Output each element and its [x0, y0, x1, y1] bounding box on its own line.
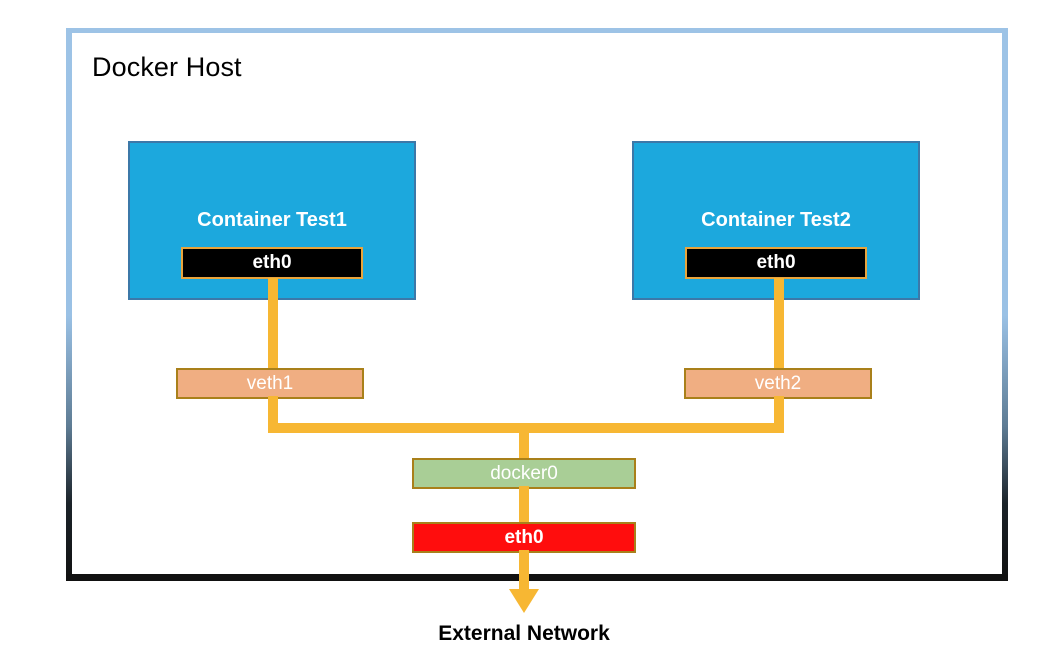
external-network-label: External Network — [0, 622, 1060, 646]
docker0-bridge-box[interactable]: docker0 — [412, 458, 636, 489]
host-frame-top-border — [66, 28, 1008, 33]
connector-bus-to-docker0 — [519, 423, 529, 461]
container-box-test2[interactable]: Container Test2 eth0 — [632, 141, 920, 300]
host-eth0-box[interactable]: eth0 — [412, 522, 636, 553]
docker-host-title: Docker Host — [92, 52, 242, 82]
container-label-test2: Container Test2 — [701, 209, 851, 231]
connector-eth0-to-veth2 — [774, 278, 784, 370]
container-eth0-test2[interactable]: eth0 — [685, 247, 867, 279]
container-eth0-test1[interactable]: eth0 — [181, 247, 363, 279]
container-box-test1[interactable]: Container Test1 eth0 — [128, 141, 416, 300]
connector-docker0-to-host-eth0 — [519, 486, 529, 526]
veth1-box[interactable]: veth1 — [176, 368, 364, 399]
connector-eth0-to-veth1 — [268, 278, 278, 370]
host-frame-left-border — [66, 28, 72, 581]
connector-veth2-to-bus — [774, 396, 784, 432]
external-network-text: External Network — [438, 622, 610, 645]
connector-veth1-to-bus — [268, 396, 278, 432]
host-frame-bottom-border — [66, 574, 1008, 581]
connector-host-eth0-to-external — [519, 550, 529, 592]
host-frame-right-border — [1002, 28, 1008, 581]
container-label-test1: Container Test1 — [197, 209, 347, 231]
docker-host-frame — [66, 28, 1008, 581]
veth2-box[interactable]: veth2 — [684, 368, 872, 399]
arrow-head-icon — [509, 589, 539, 613]
